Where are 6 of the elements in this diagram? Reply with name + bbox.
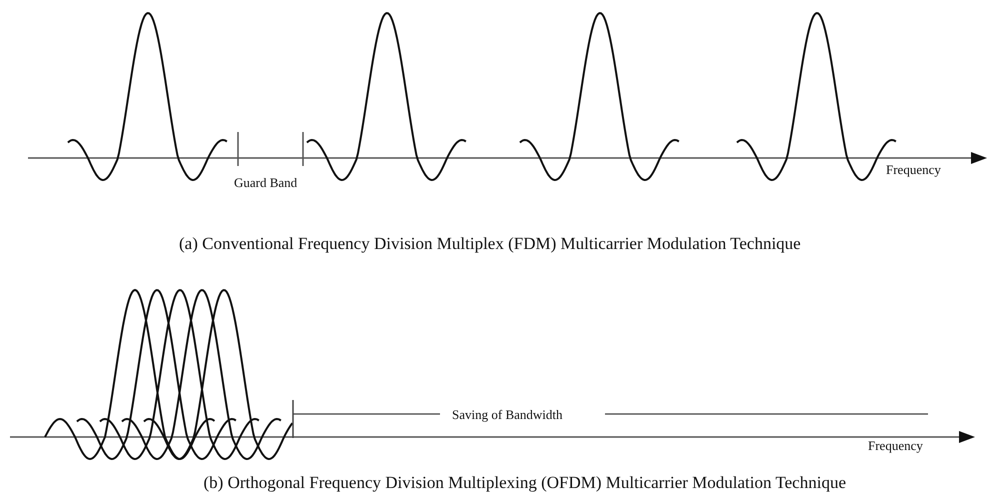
axis-label: Frequency <box>868 439 923 452</box>
annotation-text: Guard Band <box>234 176 298 189</box>
caption: (a) Conventional Frequency Division Multiplex (FDM) Multicarrier Modulation Technique <box>179 235 801 252</box>
axis-label: Frequency <box>886 163 941 176</box>
annotation-text: Saving of Bandwidth <box>452 408 562 421</box>
caption: (b) Orthogonal Frequency Division Multiplexing (OFDM) Multicarrier Modulation Technique <box>204 474 846 491</box>
